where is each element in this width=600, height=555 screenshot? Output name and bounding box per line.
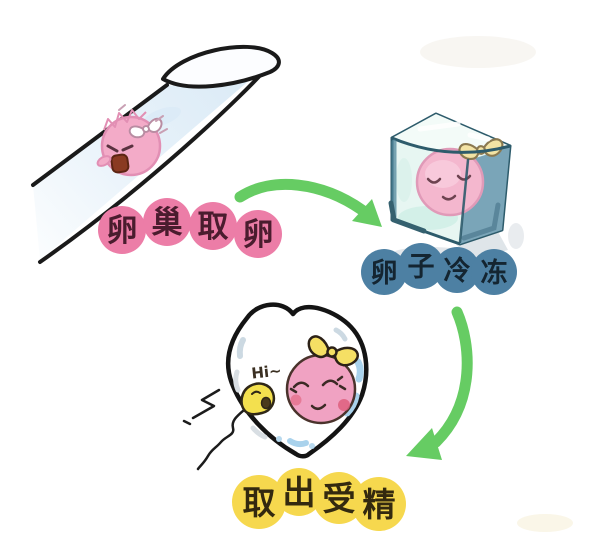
step1-char-1: 卵 [107,213,138,249]
arrow-down-icon [406,306,473,460]
cube-reflection-3 [508,223,524,249]
sperm-mouth [260,396,272,410]
needle-opening [161,44,281,89]
label-step3: 取 出 受 精 [232,468,406,531]
step1-char-4: 卵 [243,217,274,253]
sperm-icon [182,382,276,471]
heart-egg-eye-left [289,381,310,394]
cube-egg-highlight [425,160,461,188]
arrow1-shaft [234,178,368,216]
step2-bubble-1 [361,249,407,295]
heart-shading-2 [233,369,241,393]
heart-shading-1 [236,337,246,359]
heart-shading-5 [343,392,360,417]
sperm-eye [251,390,261,395]
step1-bubble-1 [98,206,146,254]
arrow2-head [406,428,442,460]
cube-dark-streak [461,202,501,241]
step2-char-1: 卵 [371,258,398,289]
label-step1: 卵 巢 取 卵 [98,198,282,258]
heart-shading-4 [354,358,364,383]
cube-egg-smile [441,194,457,201]
needle-egg-arm [96,155,112,167]
needle-edge-left [31,83,169,187]
heart-shading-7 [250,425,268,440]
step2-bubble-4 [471,249,517,295]
step2-char-3: 冷 [444,256,471,287]
needle-egg-motion-marks [118,104,168,134]
cube-top-glints [417,121,491,142]
cube-egg-eyes [426,174,472,184]
heart-egg-bow-icon [307,335,359,367]
needle-egg-bow-icon [128,117,163,139]
arrow-right-icon [234,178,382,227]
step3-char-4: 精 [363,485,396,524]
cube-top-face [392,114,510,153]
step3-bubble-1 [232,475,286,529]
step1-bubble-2 [143,198,191,246]
step1-bubble-3 [189,202,237,250]
cube-inner-edge [458,158,470,244]
heart-egg-smile [310,403,327,410]
step3-char-3: 受 [323,479,356,518]
step3-char-2: 出 [283,473,316,512]
heart-egg-eye-right [321,375,347,391]
needle-egg-ruffle [103,109,147,131]
step2-char-2: 子 [408,252,435,283]
step3-bubble-4 [352,477,406,531]
heart-dot-1 [276,436,282,442]
sperm-tail [196,408,246,471]
egg-in-heart-icon [285,335,359,425]
label-step2: 卵 子 冷 冻 [361,243,517,295]
step1-char-2: 巢 [152,205,183,241]
needle-icon [31,44,281,264]
cube-top-ridge [390,136,512,154]
ice-cube-icon [388,112,524,261]
step1-char-3: 取 [198,209,229,245]
sperm-motion-zigzag [182,388,221,426]
heart-dot-2 [309,443,315,449]
background-haze [420,36,536,68]
heart-egg-blush-right [338,399,350,411]
cube-left-shade [396,158,412,202]
step2-bubble-2 [398,243,444,289]
heart-cell-icon: Hi~ [182,302,369,471]
heart-shading-6 [287,438,309,448]
step3-char-1: 取 [243,483,276,522]
step1-bubble-4 [234,210,282,258]
arrow1-head [352,199,382,227]
needle-egg-eyes [106,144,134,153]
step2-bubble-3 [434,247,480,293]
sperm-greeting-text: Hi~ [250,361,282,382]
needle-egg-mouth [110,153,130,174]
step2-char-4: 冻 [481,257,508,289]
egg-in-needle-icon [96,104,168,177]
cube-corner-accent [388,200,427,234]
heart-shading-3 [333,327,348,342]
background-haze-bottom [517,514,573,532]
heart-egg-blush-left [290,394,302,406]
arrow2-shaft [430,306,473,448]
step3-bubble-2 [275,468,323,516]
step3-bubble-3 [313,472,365,524]
